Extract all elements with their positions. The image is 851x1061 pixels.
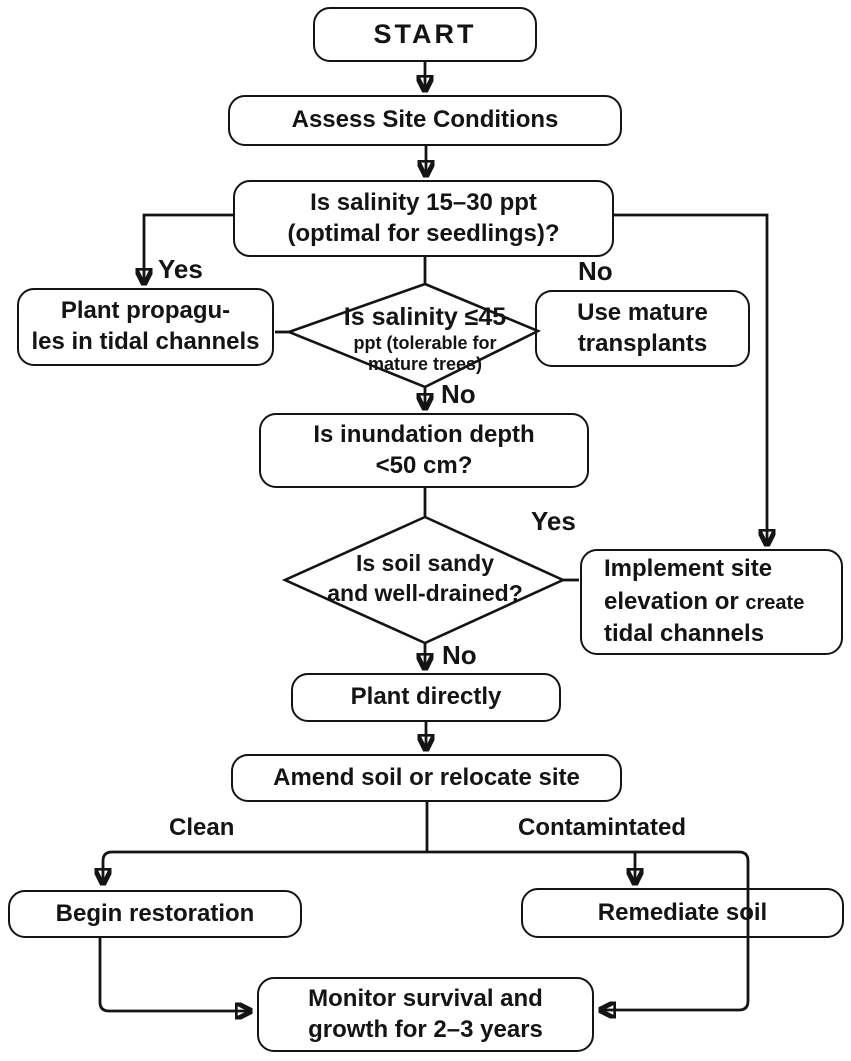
plant-directly-label: Plant directly	[350, 683, 502, 711]
decision-salinity-mature-text: Is salinity ≤45 ppt (tolerable for matur…	[300, 303, 550, 375]
edge-label-yes-soil: Yes	[531, 506, 576, 536]
decision-soil-sandy-text: Is soil sandy and well-drained?	[305, 549, 545, 609]
salinity-mature-line1: Is salinity ≤45	[343, 303, 507, 331]
soil-sandy-line1: Is soil sandy	[355, 550, 495, 576]
plant-propagules-line2: les in tidal channels	[31, 328, 260, 355]
use-mature-line1: Use mature	[577, 298, 708, 326]
implement-line1: Implement site	[604, 555, 773, 583]
node-start: START	[313, 7, 537, 62]
monitor-line2: growth for 2–3 years	[308, 1015, 543, 1043]
soil-sandy-line2: and well-drained?	[327, 579, 523, 606]
node-remediate-soil: Remediate soil	[521, 888, 844, 938]
amend-soil-label: Amend soil or relocate site	[273, 763, 580, 791]
edge-contaminated-remediate	[427, 850, 635, 883]
node-use-mature-transplants: Use mature transplants	[535, 290, 750, 367]
node-inundation-depth-question: Is inundation depth <50 cm?	[259, 413, 589, 488]
edge-label-no-mature: No	[441, 379, 476, 409]
edge-clean-begin	[103, 850, 427, 883]
edge-label-no-soil: No	[442, 640, 477, 670]
salinity-seedlings-line2: (optimal for seedlings)?	[287, 219, 560, 247]
edge-label-contaminated: Contamintated	[518, 814, 686, 841]
implement-line3: tidal channels	[604, 620, 765, 648]
node-assess-site-conditions: Assess Site Conditions	[228, 95, 622, 146]
node-amend-soil: Amend soil or relocate site	[231, 754, 622, 802]
node-assess-label: Assess Site Conditions	[291, 106, 559, 134]
edge-begin-monitor	[98, 938, 250, 1011]
node-monitor-survival: Monitor survival and growth for 2–3 year…	[257, 977, 594, 1052]
edge-salinity-right-implement	[613, 213, 767, 544]
node-implement-site-elevation: Implement site elevation or create tidal…	[580, 549, 843, 655]
node-salinity-seedlings-question: Is salinity 15–30 ppt (optimal for seedl…	[233, 180, 614, 257]
node-plant-propagules: Plant propagu- les in tidal channels	[17, 288, 274, 366]
use-mature-line2: transplants	[577, 329, 708, 357]
monitor-line1: Monitor survival and	[308, 984, 543, 1012]
edge-label-yes-salinity: Yes	[158, 254, 203, 284]
salinity-seedlings-line1: Is salinity 15–30 ppt	[310, 188, 537, 216]
implement-line2: elevation or create	[604, 587, 805, 615]
edge-label-clean: Clean	[169, 814, 235, 841]
node-start-label: START	[373, 19, 477, 50]
salinity-mature-line2: ppt (tolerable for	[353, 332, 497, 353]
inundation-line2: <50 cm?	[375, 451, 473, 479]
salinity-mature-line3: mature trees)	[367, 353, 483, 374]
inundation-line1: Is inundation depth	[313, 420, 535, 448]
remediate-soil-label: Remediate soil	[597, 898, 768, 926]
edge-label-no-salinity: No	[578, 256, 613, 286]
node-plant-directly: Plant directly	[291, 673, 561, 722]
plant-propagules-line1: Plant propagu-	[60, 297, 231, 325]
begin-restoration-label: Begin restoration	[55, 899, 255, 927]
node-begin-restoration: Begin restoration	[8, 890, 302, 938]
